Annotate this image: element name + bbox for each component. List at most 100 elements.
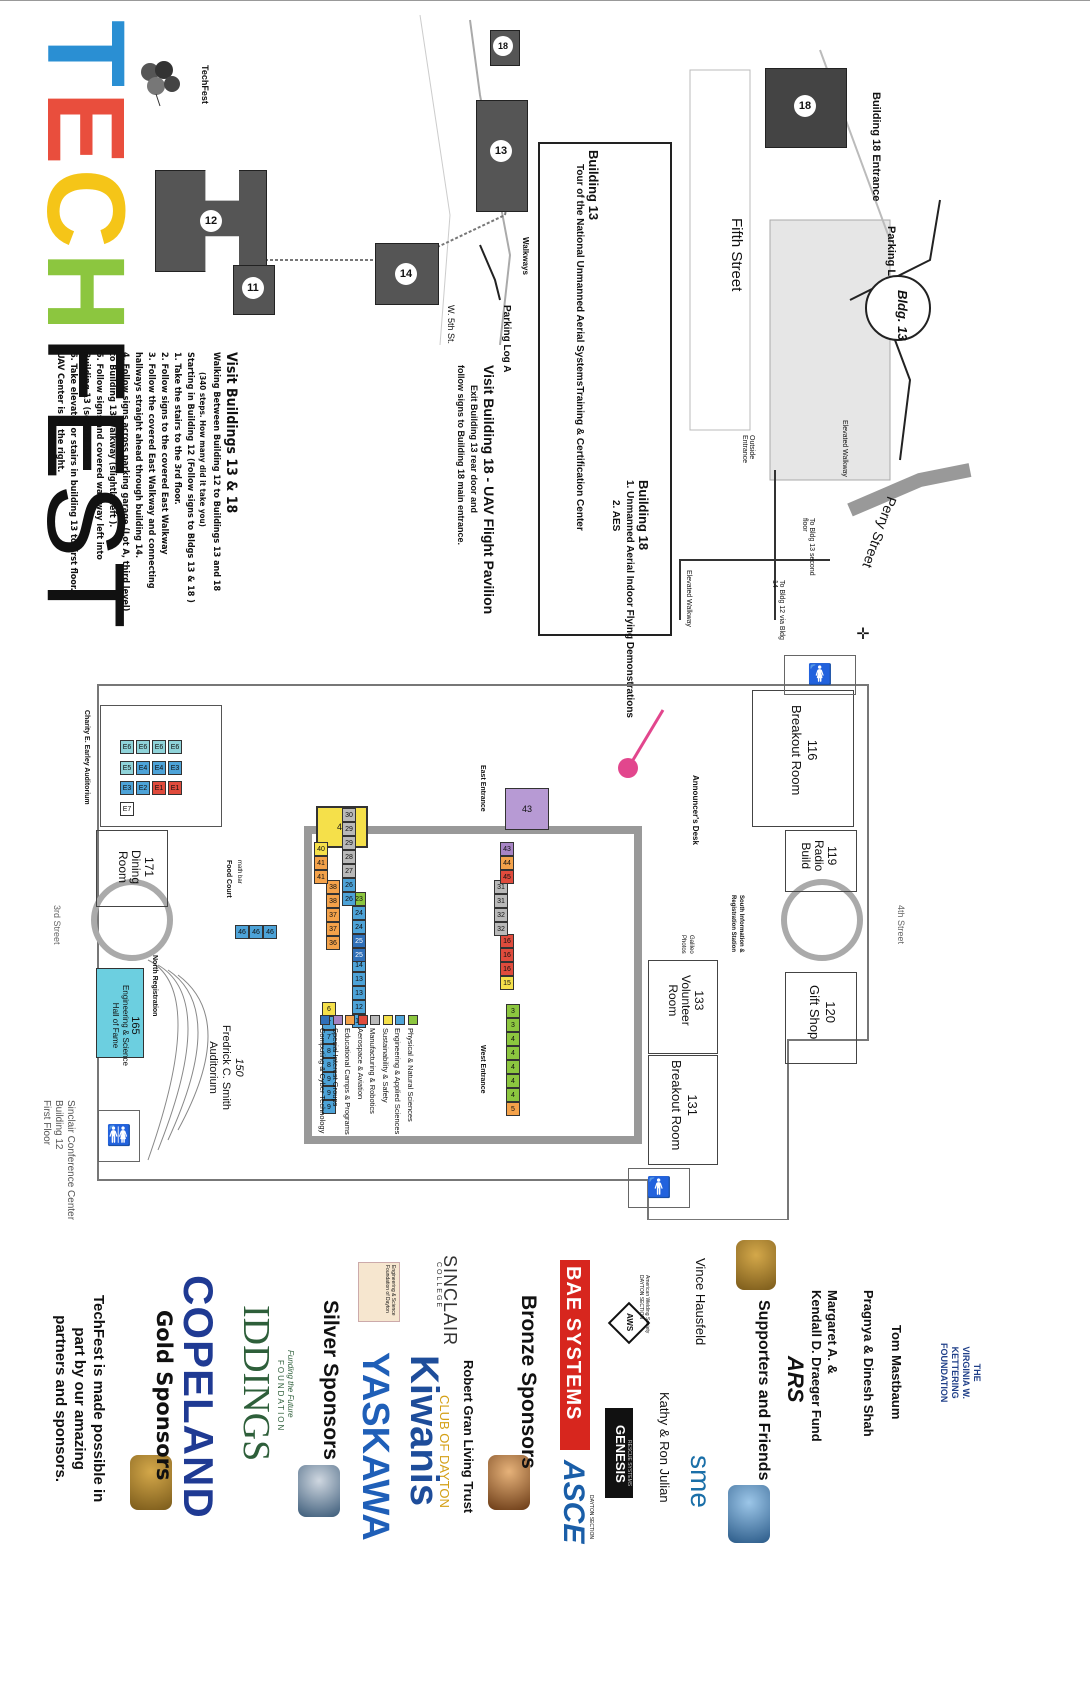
booth[interactable]: 24 [352,906,366,920]
building-18-small-label: 18 [493,36,513,56]
booth[interactable]: E4 [152,760,166,775]
booth[interactable]: E6 [168,740,182,754]
booth[interactable]: 4 [506,1060,520,1074]
to-bldg12-label: To Bldg 12 via Bldg 14 [771,580,785,640]
legend-item: Manufacturing & Robotics [368,1015,381,1135]
booth[interactable]: E3 [168,760,182,775]
booth[interactable]: 26 [342,878,356,892]
booth[interactable]: 31 [494,894,508,908]
booth-row-9: 15 16 16 16 [500,930,514,990]
gold-robot-icon [130,1455,172,1510]
booth[interactable]: 27 [342,864,356,878]
booth[interactable]: 28 [342,850,356,864]
booth[interactable]: 36 [326,936,340,950]
booth-row-5: 26 26 27 28 29 29 30 [342,806,356,906]
booth[interactable]: 7 [322,1030,336,1044]
aws-label: AWS [625,1313,634,1332]
booth[interactable]: E1 [152,781,166,795]
booth[interactable]: 30 [342,808,356,822]
booth[interactable]: 38 [326,880,340,894]
room-165 [96,968,144,1058]
friends-robot-icon-2 [736,1240,776,1290]
booth[interactable]: E6 [152,740,166,754]
booth[interactable]: 5 [506,1102,520,1116]
street-4th-label: 4th Street [896,905,906,945]
booth[interactable]: E2 [136,781,150,795]
gold-heading: Gold Sponsors [152,1310,176,1481]
booth[interactable]: 24 [352,920,366,934]
booth[interactable]: 9 [322,1100,336,1114]
booth[interactable]: 16 [500,948,514,962]
legend-swatch [395,1015,406,1025]
booth[interactable]: 29 [342,836,356,850]
restroom-icon: 🚹 [628,1168,690,1208]
booth[interactable]: 9 [322,1072,336,1086]
room-150-label: 150 Fredrick C. Smith Auditorium [206,1025,245,1110]
bae-logo [560,1260,590,1450]
building-12-label: 12 [200,210,222,232]
booth[interactable]: 37 [326,922,340,936]
pragnya: Pragnya & Dinesh Shah [861,1290,876,1437]
booth[interactable]: E6 [120,740,134,754]
booth[interactable]: 43 [500,842,514,856]
booth[interactable]: 41 [314,856,328,870]
legend-label: Sustainability & Safety [381,1028,390,1103]
booth[interactable]: 4 [506,1074,520,1088]
booth[interactable]: 25 [352,948,366,962]
booth[interactable]: 4 [506,1032,520,1046]
direction-step: to Building 13 Walkway (slightly left ). [107,352,117,528]
intro-line2: part by our amazing [71,1327,88,1470]
booth[interactable]: E3 [120,781,134,795]
room-116-num: 116 [805,739,820,761]
directions-heading-2: Visit Building 18 - UAV Flight Pavilion … [454,365,498,614]
room-171 [96,830,168,907]
booth[interactable]: 13 [352,986,366,1000]
booth[interactable]: 46 [249,925,263,939]
booth[interactable]: 25 [352,934,366,948]
booth[interactable]: 12 [352,1000,366,1014]
booth[interactable]: 3 [506,1004,520,1018]
booth[interactable]: 37 [326,908,340,922]
booth[interactable]: 32 [494,922,508,936]
booth[interactable]: 8 [322,1044,336,1058]
booth[interactable]: 29 [342,822,356,836]
booth[interactable]: 15 [500,976,514,990]
legend-item: Physical & Natural Sciences [406,1015,418,1135]
booth[interactable]: 8 [322,1058,336,1072]
room-165-line1: Engineering & Science [121,985,130,1066]
booth[interactable]: 26 [342,892,356,906]
booth[interactable]: 45 [500,870,514,884]
margaret-line2: Kendall D. Draeger Fund [809,1290,824,1442]
room-133-num: 133 [692,990,706,1011]
room-131 [648,1055,718,1165]
booth[interactable]: E6 [136,740,150,754]
booth[interactable]: 40 [314,842,328,856]
floor-plan [88,680,878,1220]
floor-legend: Physical & Natural Sciences Engineering … [318,1015,418,1135]
elevated-walkway-label: Elevated Walkway [841,420,848,477]
booth-row-7: 40 41 41 [314,842,328,962]
silver-robot-icon [298,1465,340,1517]
room-150-num: 150 [233,1058,245,1077]
page-divider [0,0,1090,1]
booth[interactable]: 13 [352,972,366,986]
booth[interactable]: 16 [500,962,514,976]
booth[interactable]: 41 [314,870,328,884]
room-116-name: Breakout Room [789,705,804,796]
room-165-num: 165 [129,1016,141,1035]
booth[interactable]: 32 [494,908,508,922]
booth[interactable]: 3 [506,1018,520,1032]
booth[interactable]: E4 [136,760,150,775]
booth[interactable]: 9 [322,1086,336,1100]
booth[interactable]: E1 [168,781,182,795]
booth[interactable]: 4 [506,1088,520,1102]
booth[interactable]: 6 [322,1002,336,1016]
booth[interactable]: 44 [500,856,514,870]
booth[interactable]: 46 [263,925,277,939]
booth[interactable]: 4 [506,1046,520,1060]
booth[interactable]: E7 [120,801,134,816]
booth[interactable]: 38 [326,894,340,908]
booth[interactable]: E5 [120,760,134,775]
room-133-label: 133 Volunteer Room [666,975,706,1026]
booth[interactable]: 46 [235,925,249,939]
